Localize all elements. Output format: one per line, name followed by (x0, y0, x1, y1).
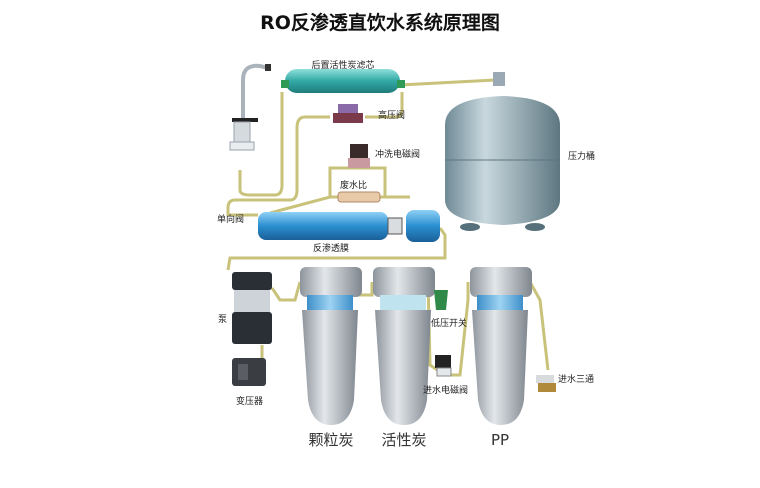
waste-ratio-valve: 废水比 (337, 179, 381, 203)
pressure-tank: 压力桶 (445, 72, 595, 231)
low-pressure-switch: 低压开关 (431, 290, 467, 329)
label-ro-membrane: 反渗透膜 (313, 242, 349, 254)
label-post-carbon: 后置活性炭滤芯 (311, 59, 374, 71)
label-pump: 泵 (218, 314, 227, 325)
label-flush-valve: 冲洗电磁阀 (375, 148, 420, 160)
flush-solenoid-valve: 冲洗电磁阀 (348, 144, 420, 168)
label-check-valve: 单向阀 (217, 213, 244, 225)
filter-activated-carbon: 活性炭 (373, 267, 435, 449)
label-pressure-tank: 压力桶 (568, 150, 595, 162)
filter-pp: PP (470, 267, 532, 449)
label-activated-carbon: 活性炭 (381, 431, 426, 449)
label-transformer: 变压器 (236, 395, 263, 407)
label-inlet-tee: 进水三通 (558, 373, 594, 385)
transformer: 变压器 (232, 358, 266, 407)
inlet-tee: 进水三通 (536, 373, 594, 392)
faucet (229, 63, 271, 151)
post-carbon-filter: 后置活性炭滤芯 (281, 59, 405, 93)
label-pp: PP (491, 431, 509, 449)
label-inlet-solenoid: 进水电磁阀 (423, 384, 468, 396)
high-pressure-valve: 高压阀 (333, 104, 405, 123)
label-low-pressure-switch: 低压开关 (431, 317, 467, 329)
inlet-solenoid-valve: 进水电磁阀 (423, 355, 468, 396)
label-granular-carbon: 颗粒炭 (308, 431, 353, 449)
diagram-title: RO反渗透直饮水系统原理图 (260, 12, 500, 34)
booster-pump: 泵 (218, 272, 272, 344)
ro-membrane: 反渗透膜 (258, 210, 440, 254)
label-waste-ratio: 废水比 (340, 179, 367, 191)
label-high-pressure-valve: 高压阀 (378, 109, 405, 121)
filter-granular-carbon: 颗粒炭 (300, 267, 362, 449)
